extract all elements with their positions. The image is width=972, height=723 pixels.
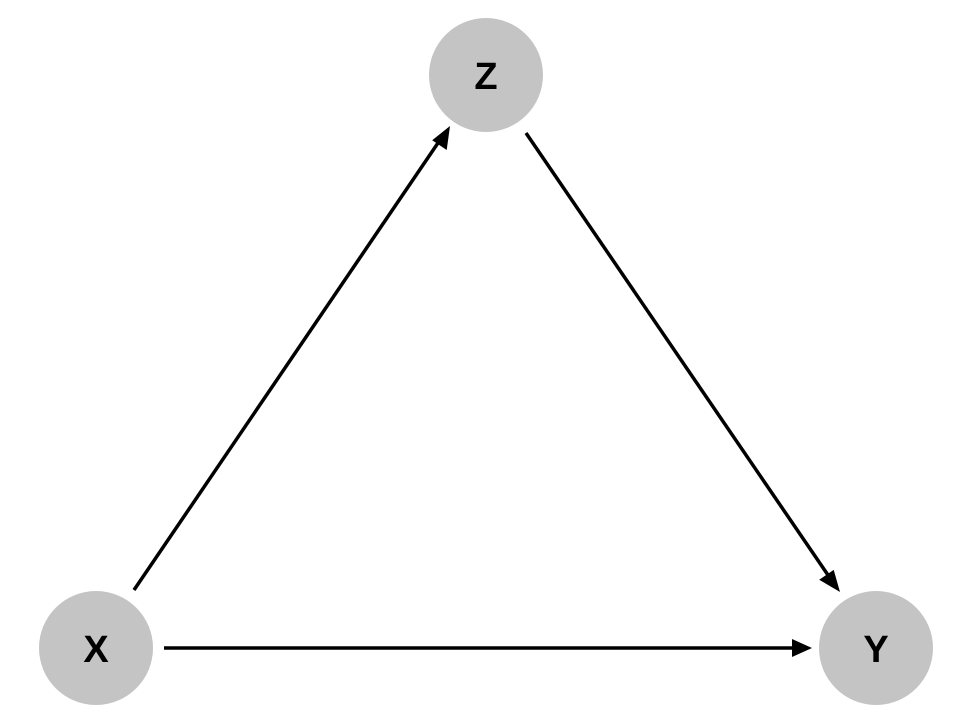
node-y-label: Y [863, 629, 888, 671]
arrowhead-x-to-z [432, 126, 450, 150]
arrowhead-x-to-y [792, 639, 812, 657]
node-z[interactable]: Z [429, 18, 543, 132]
node-z-label: Z [474, 56, 497, 98]
edge-x-to-z [132, 126, 450, 591]
edge-z-to-y [524, 132, 840, 592]
node-y[interactable]: Y [819, 591, 933, 705]
arrowhead-z-to-y [819, 569, 840, 592]
node-x-label: X [83, 629, 109, 671]
node-x[interactable]: X [39, 591, 153, 705]
edge-x-to-y [164, 639, 812, 657]
